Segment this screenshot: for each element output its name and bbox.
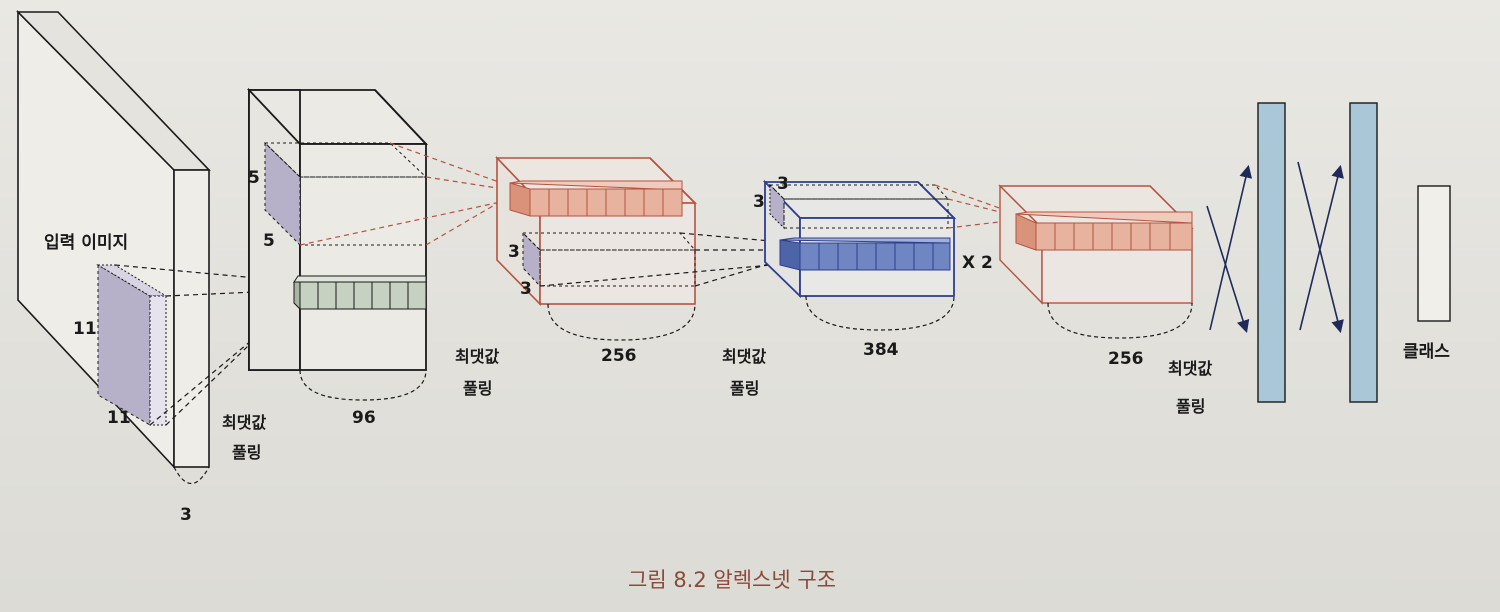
figure-caption: 그림 8.2 알렉스넷 구조: [628, 568, 836, 592]
input-channels: 3: [180, 505, 192, 525]
conv2-kernel-width: 3: [520, 279, 532, 299]
conv2-pool-label-2: 풀링: [463, 379, 492, 398]
conv1-to-conv2-lines: [299, 142, 511, 246]
conv3-repeat: X 2: [962, 253, 993, 273]
fc-layer-1: [1257, 102, 1286, 403]
conv2-depth-bracket: [547, 303, 696, 341]
conv5-pool-label-1: 최댓값: [1168, 359, 1212, 378]
conv3-feature-strip: [779, 237, 951, 271]
fc-connection-arrows-2: [1297, 161, 1344, 334]
conv1-kernel-height: 5: [248, 168, 260, 188]
conv2-pool-label-1: 최댓값: [455, 347, 499, 366]
conv1-depth: 96: [352, 408, 376, 428]
output-label: 클래스: [1403, 342, 1450, 362]
conv3-depth: 384: [863, 340, 899, 360]
input-kernel-width: 11: [107, 408, 131, 428]
conv1-pool-label-2: 풀링: [232, 443, 261, 462]
conv5-depth: 256: [1108, 349, 1144, 369]
input-channel-bracket: [173, 466, 210, 485]
conv2-feature-strip: [509, 180, 683, 217]
conv5-pool-label-2: 풀링: [1176, 397, 1205, 416]
conv3-pool-label-1: 최댓값: [722, 347, 766, 366]
conv1-kernel-width: 5: [263, 231, 275, 251]
fc-layer-2: [1349, 102, 1378, 403]
conv3-kernel: [768, 183, 950, 230]
conv3-kernel-width: 3: [753, 192, 765, 212]
conv1-block: [246, 87, 429, 371]
conv2-kernel-height: 3: [508, 242, 520, 262]
conv3-kernel-height: 3: [777, 174, 789, 194]
conv3-pool-label-2: 풀링: [730, 379, 759, 398]
conv2-depth: 256: [601, 346, 637, 366]
conv5-depth-bracket: [1047, 302, 1193, 339]
conv1-feature-strip: [293, 275, 427, 311]
input-image-label: 입력 이미지: [44, 233, 128, 253]
input-kernel-height: 11: [73, 319, 97, 339]
output-layer: [1417, 185, 1451, 322]
fc-connection-arrows-1: [1206, 164, 1253, 334]
conv1-depth-bracket: [299, 369, 427, 401]
conv3-depth-bracket: [805, 295, 955, 331]
conv2-kernel: [521, 231, 697, 288]
conv5-feature-strip: [1015, 211, 1193, 251]
conv1-pool-label-1: 최댓값: [222, 413, 266, 432]
